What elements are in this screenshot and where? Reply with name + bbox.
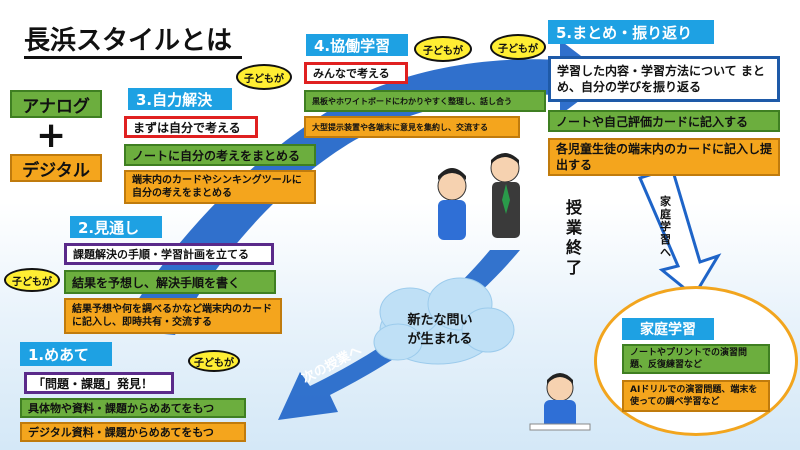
page-title: 長浜スタイルとは <box>24 26 233 56</box>
step1-item-discover: 「問題・課題」発見！ <box>24 372 174 394</box>
step3-item-digital: 端末内のカードやシンキングツールに自分の考えをまとめる <box>124 170 316 204</box>
thinking-student-illustration <box>529 373 591 431</box>
step3-kids-bubble: 子どもが <box>236 64 292 90</box>
lesson-end-char: 授 <box>566 198 583 217</box>
home-arrow-char: 庭 <box>660 207 671 221</box>
lesson-end-char: 了 <box>566 258 583 277</box>
step2-heading: 2.見通し <box>70 216 162 238</box>
step3-heading: 3.自力解決 <box>128 88 232 110</box>
home-study-arrow-text: 家 庭 学 習 へ <box>660 195 671 259</box>
lesson-end-text: 授 業 終 了 <box>566 198 582 278</box>
cloud-shape <box>373 277 515 365</box>
step4-kids-bubble: 子どもが <box>414 36 472 62</box>
step5-item-analog: ノートや自己評価カードに記入する <box>548 110 780 132</box>
plus-symbol: + <box>36 115 67 156</box>
home-arrow-char: 習 <box>660 232 671 246</box>
new-question-text: 新たな問い が生まれる <box>398 312 482 350</box>
step4-item-analog: 黒板やホワイトボードにわかりやすく整理し、話し合う <box>304 90 546 112</box>
title-underline <box>24 56 242 59</box>
step5-heading: 5.まとめ・振り返り <box>548 20 714 44</box>
step4-item-digital: 大型提示装置や各端末に意見を集約し、交流する <box>304 116 520 138</box>
step3-item-self: まずは自分で考える <box>124 116 258 138</box>
home-study-item-digital: AIドリルでの演習問題、端末を使っての調べ学習など <box>622 380 770 412</box>
student-illustration <box>437 168 467 240</box>
step4-heading: 4.協働学習 <box>306 34 408 56</box>
step5-item-digital: 各児童生徒の端末内のカードに記入し提出する <box>548 138 780 176</box>
step3-item-analog: ノートに自分の考えをまとめる <box>124 144 316 166</box>
teacher-illustration <box>490 153 520 238</box>
lesson-end-char: 終 <box>566 238 583 257</box>
analog-label: アナログ <box>10 90 102 118</box>
new-question-line2: が生まれる <box>407 331 473 347</box>
home-study-heading: 家庭学習 <box>622 318 714 340</box>
step1-heading: 1.めあて <box>20 342 112 366</box>
step4-item-together: みんなで考える <box>304 62 408 84</box>
step2-item-digital: 結果予想や何を調べるかなど端末内のカードに記入し、即時共有・交流する <box>64 298 282 334</box>
digital-label: デジタル <box>10 154 102 182</box>
step2-item-analog: 結果を予想し、解決手順を書く <box>64 270 276 294</box>
step1-item-digital: デジタル資料・課題からめあてをもつ <box>20 422 246 442</box>
home-study-item-analog: ノートやプリントでの演習問題、反復練習など <box>622 344 770 374</box>
home-arrow-char: 学 <box>660 220 671 234</box>
home-arrow-char: 家 <box>660 195 671 208</box>
step5-item-reflect: 学習した内容・学習方法について まとめ、自分の学びを振り返る <box>548 56 780 102</box>
step1-kids-bubble: 子どもが <box>188 350 240 372</box>
step2-item-plan: 課題解決の手順・学習計画を立てる <box>64 243 274 265</box>
home-study-arrow-shape <box>637 166 722 299</box>
lesson-end-char: 業 <box>566 218 583 237</box>
step5-kids-bubble: 子どもが <box>490 34 546 60</box>
step2-kids-bubble: 子どもが <box>4 268 60 292</box>
new-question-line1: 新たな問い <box>407 313 473 328</box>
home-arrow-char: へ <box>660 245 671 259</box>
step1-item-analog: 具体物や資料・課題からめあてをもつ <box>20 398 246 418</box>
